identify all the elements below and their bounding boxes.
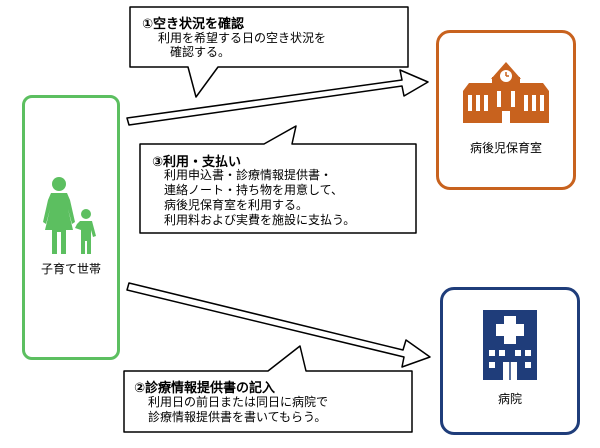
step-1-line-2: 確認する。 [170, 45, 231, 59]
step-2-line-1: 利用日の前日または同日に病院で [148, 395, 329, 409]
step-1-title: ①空き状況を確認 [142, 17, 245, 32]
nursery-label: 病後児保育室 [469, 141, 542, 155]
hospital-label: 病院 [497, 392, 522, 406]
step-3-line-3: 病後児保育室を利用する。 [164, 198, 309, 212]
school-building-icon [463, 62, 549, 123]
step-1-line-1: 利用を希望する日の空き状況を [158, 31, 327, 45]
step-3-line-2: 連絡ノート・持ち物を用意して、 [164, 183, 344, 197]
family-box: 子育て世帯 [22, 95, 120, 360]
arrow-to-hospital [126, 282, 431, 368]
callout-step-1 [129, 6, 409, 98]
callout-step-3 [139, 125, 417, 234]
step-3-line-1: 利用申込書・診療情報提供書・ [164, 168, 333, 182]
nursery-box: 病後児保育室 [436, 30, 576, 190]
family-label: 子育て世帯 [40, 262, 101, 276]
parent-child-icon [43, 177, 96, 254]
hospital-box: 病院 [440, 287, 580, 435]
callout-step-2 [123, 345, 413, 433]
step-2-title: ②診療情報提供書の記入 [134, 381, 276, 396]
step-3-line-4: 利用料および実費を施設に支払う。 [164, 213, 356, 227]
hospital-icon [483, 310, 537, 380]
step-3-title: ③利用・支払い [152, 155, 242, 170]
arrow-to-nursery [126, 69, 429, 126]
step-2-line-2: 診療情報提供書を書いてもらう。 [148, 410, 327, 424]
